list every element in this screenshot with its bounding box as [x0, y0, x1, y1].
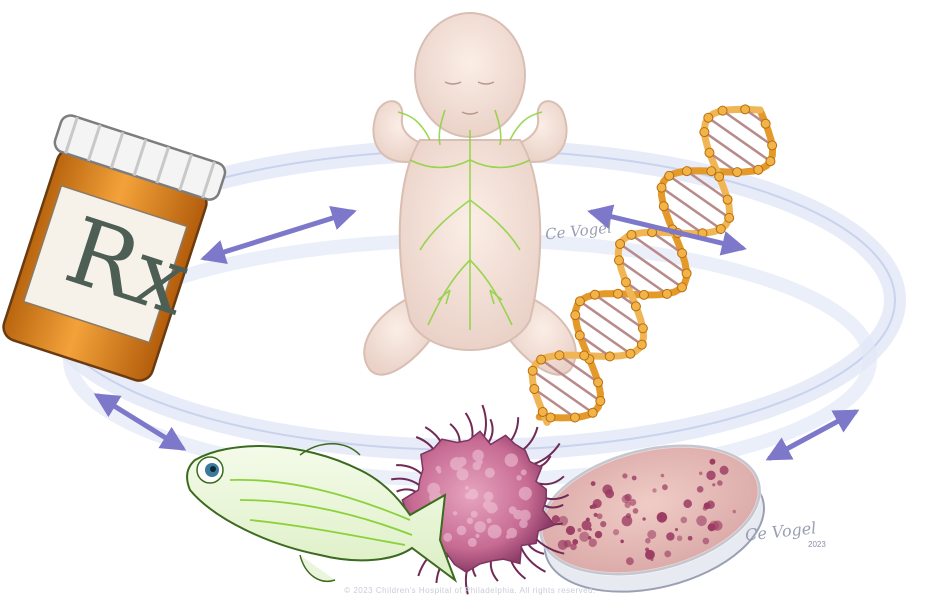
infant-icon [364, 13, 576, 375]
copyright-notice: © 2023 Children's Hospital of Philadelph… [0, 586, 940, 595]
zebrafish-icon [187, 444, 455, 582]
signature-year: 2023 [808, 540, 826, 549]
cancer-cell-icon [379, 405, 568, 594]
pill-bottle-icon: Rx [0, 113, 228, 387]
